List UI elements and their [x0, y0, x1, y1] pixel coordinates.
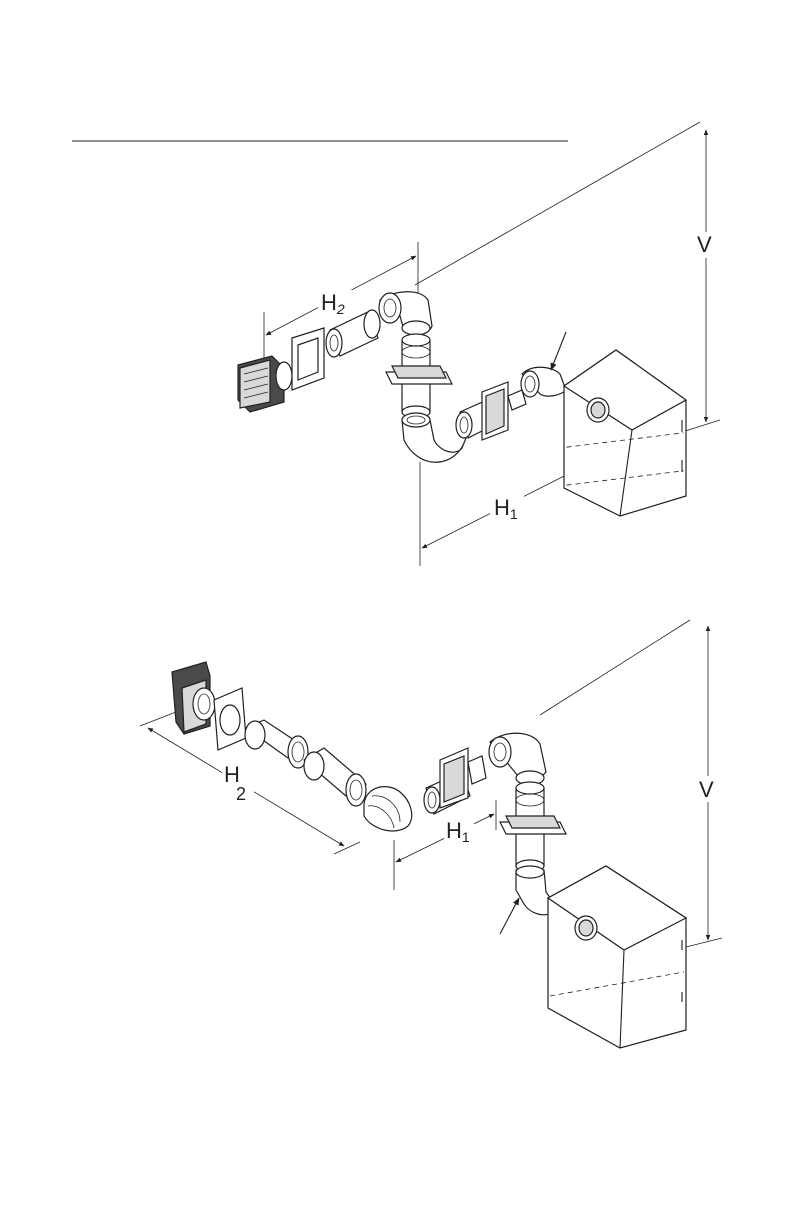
vertical-pipe-bottom	[500, 782, 566, 872]
pipe-to-thimble-bottom	[424, 748, 486, 814]
appliance-top	[564, 350, 686, 516]
label-v-bottom: V	[699, 777, 714, 802]
wall-plate-top	[292, 328, 324, 390]
diagram-top: V H2 H1	[238, 122, 720, 566]
termination-cap-top	[238, 356, 292, 412]
adapter-elbow-bottom	[500, 866, 554, 934]
dimension-h1-top: H1	[420, 448, 586, 566]
lower-pipe-top	[456, 382, 526, 440]
wall-plate-bottom	[214, 688, 246, 750]
pipe-section-2-bottom	[304, 748, 366, 806]
pipe-section-1-bottom	[245, 720, 308, 768]
appliance-bottom	[548, 866, 686, 1048]
upper-elbow-bottom	[489, 733, 546, 785]
elbow-bottom	[364, 787, 412, 831]
adapter-elbow-top	[521, 332, 566, 397]
label-v-top: V	[697, 232, 712, 257]
vertical-pipe-top	[386, 334, 452, 418]
pipe-h2-top	[326, 310, 380, 357]
upper-elbow-top	[379, 292, 432, 335]
termination-cap-bottom	[172, 662, 215, 734]
